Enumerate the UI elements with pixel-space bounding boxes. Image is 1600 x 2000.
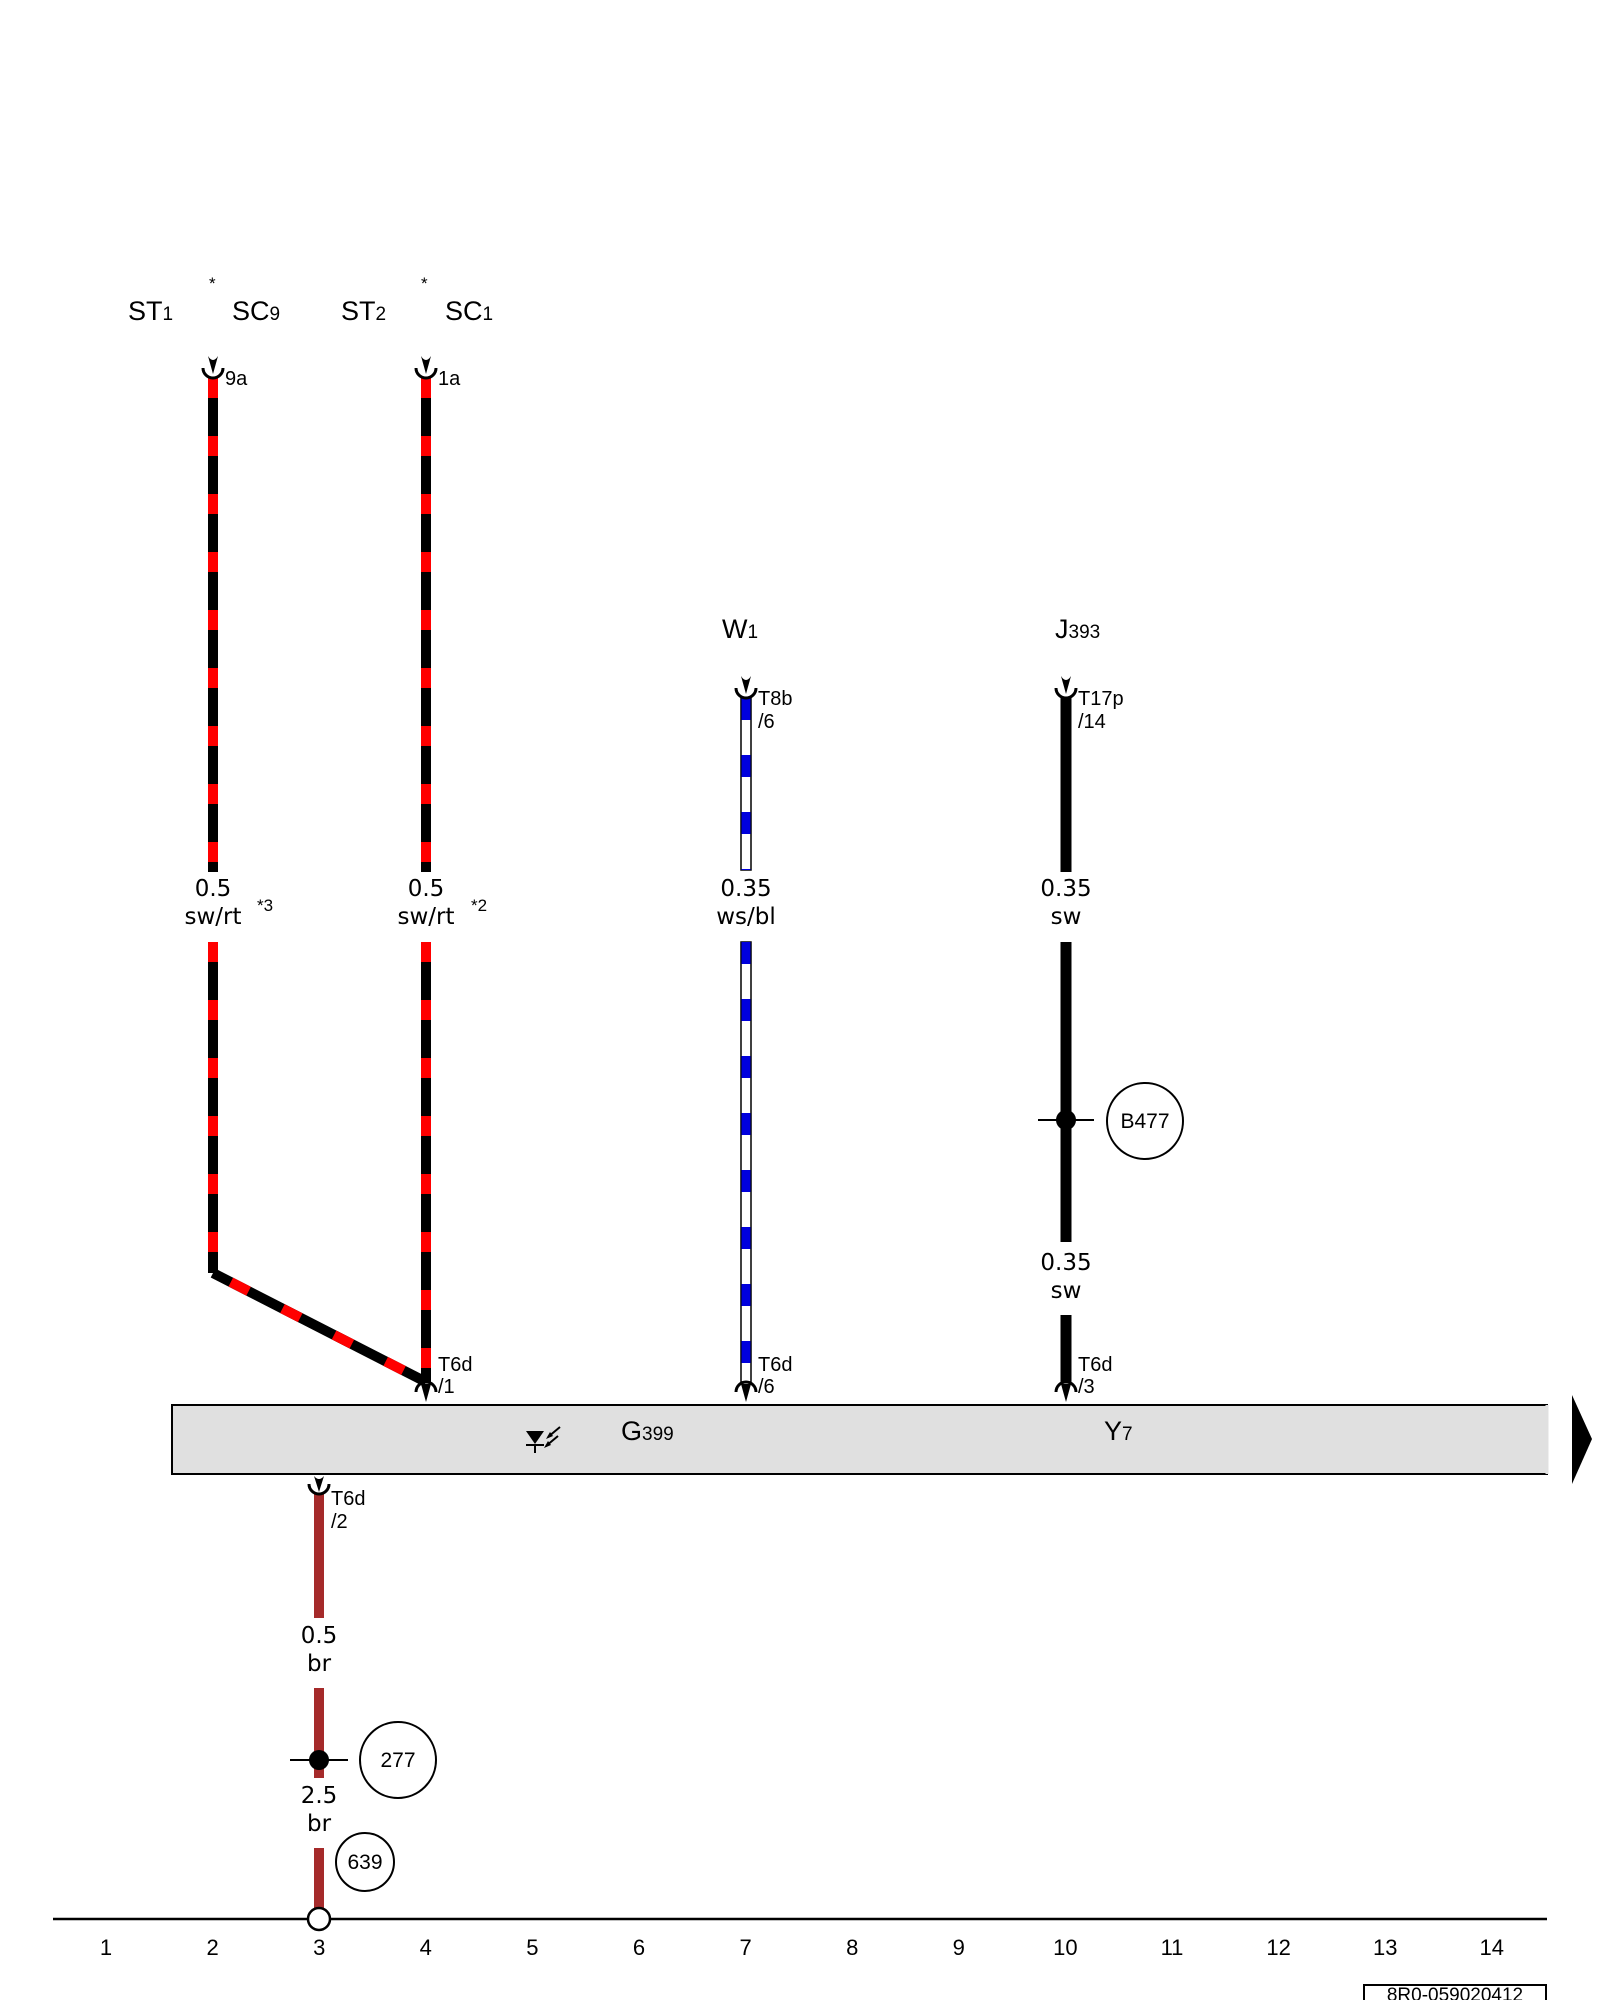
doc-id-box: 8R0-059020412 — [1363, 1984, 1547, 2000]
column-number: 2 — [206, 1935, 218, 1960]
connector-t6d-1: T6d /1 — [414, 1354, 472, 1402]
column-number: 7 — [739, 1935, 751, 1960]
module-g399-y7: G399 Y7 — [171, 1395, 1592, 1484]
column-number: 9 — [953, 1935, 965, 1960]
column-number: 14 — [1480, 1935, 1504, 1960]
pin-t6d-bottom-3: /3 — [1078, 1376, 1095, 1398]
connector-t17p: T17p /14 — [1054, 676, 1124, 733]
column-number: 5 — [526, 1935, 538, 1960]
pin-t8b-6: /6 — [758, 711, 775, 733]
column-number: 4 — [420, 1935, 432, 1960]
ground-639: 639 — [335, 1832, 395, 1892]
label-g399: G399 — [621, 1416, 674, 1446]
connector-1a: 1a — [414, 356, 461, 390]
ground-point — [306, 1906, 332, 1932]
column-number: 3 — [313, 1935, 325, 1960]
gauge-wire-4b: 0.35 — [1040, 1250, 1091, 1276]
color-wire-3: ws/bl — [716, 904, 776, 930]
pin-t6d-bottom-1: /1 — [438, 1376, 455, 1398]
color-wire-4b: sw — [1051, 1278, 1082, 1304]
connector-t8b: T8b /6 — [734, 676, 792, 733]
connector-9a: 9a — [201, 356, 248, 390]
column-number: 12 — [1266, 1935, 1290, 1960]
connector-t6d-2: T6d /2 — [307, 1476, 365, 1533]
label-y7: Y7 — [1104, 1416, 1133, 1446]
gauge-wire-3: 0.35 — [720, 876, 771, 902]
label-sc9: SC9 — [232, 296, 280, 326]
bubble-277: 277 — [380, 1749, 415, 1772]
pin-t6d-2-sub: /2 — [331, 1511, 348, 1533]
pin-t6d-2: T6d — [331, 1488, 365, 1510]
label-j393: J393 — [1055, 614, 1100, 644]
column-number: 11 — [1161, 1935, 1184, 1960]
bubble-639: 639 — [347, 1851, 382, 1874]
color-wire-5a: br — [307, 1651, 332, 1677]
pin-t6d-top-3: T6d — [1078, 1354, 1112, 1376]
pin-t6d-top-1: T6d — [438, 1354, 472, 1376]
wire-1 — [208, 378, 429, 1387]
mark-sc9: * — [209, 274, 216, 293]
label-w1: W1 — [722, 614, 758, 644]
gauge-wire-4a: 0.35 — [1040, 876, 1091, 902]
continuation-arrow-icon — [1572, 1395, 1592, 1484]
color-wire-4a: sw — [1051, 904, 1082, 930]
column-number: 8 — [846, 1935, 858, 1960]
color-wire-2: sw/rt — [397, 904, 454, 930]
pin-t17p: T17p — [1078, 688, 1124, 710]
gauge-wire-5a: 0.5 — [301, 1623, 338, 1649]
note-wire-2: *2 — [471, 896, 487, 915]
pin-9a: 9a — [225, 368, 248, 390]
pin-1a: 1a — [438, 368, 461, 390]
pin-t6d-top-6: T6d — [758, 1354, 792, 1376]
pin-t6d-bottom-6: /6 — [758, 1376, 775, 1398]
label-st2: ST2 — [341, 296, 386, 326]
pin-t17p-14: /14 — [1078, 711, 1106, 733]
doc-id: 8R0-059020412 — [1387, 1985, 1523, 2000]
wire-3 — [740, 697, 752, 1383]
connector-t6d-6: T6d /6 — [734, 1354, 792, 1402]
connector-t6d-3: T6d /3 — [1054, 1354, 1112, 1402]
bubble-b477: B477 — [1120, 1110, 1169, 1133]
gauge-wire-2: 0.5 — [408, 876, 445, 902]
column-number: 1 — [100, 1935, 112, 1960]
color-wire-1: sw/rt — [184, 904, 241, 930]
label-sc1: SC1 — [445, 296, 493, 326]
gauge-wire-5b: 2.5 — [301, 1783, 338, 1809]
column-number: 10 — [1053, 1935, 1077, 1960]
mark-sc1: * — [421, 274, 428, 293]
splice-277: 277 — [290, 1721, 437, 1799]
pin-t8b: T8b — [758, 688, 792, 710]
splice-b477: B477 — [1038, 1082, 1184, 1160]
column-number: 6 — [633, 1935, 645, 1960]
label-st1: ST1 — [128, 296, 173, 326]
gauge-wire-1: 0.5 — [195, 876, 232, 902]
column-number: 13 — [1373, 1935, 1397, 1960]
color-wire-5b: br — [307, 1811, 332, 1837]
light-sensor-icon — [526, 1426, 561, 1453]
note-wire-1: *3 — [257, 896, 273, 915]
